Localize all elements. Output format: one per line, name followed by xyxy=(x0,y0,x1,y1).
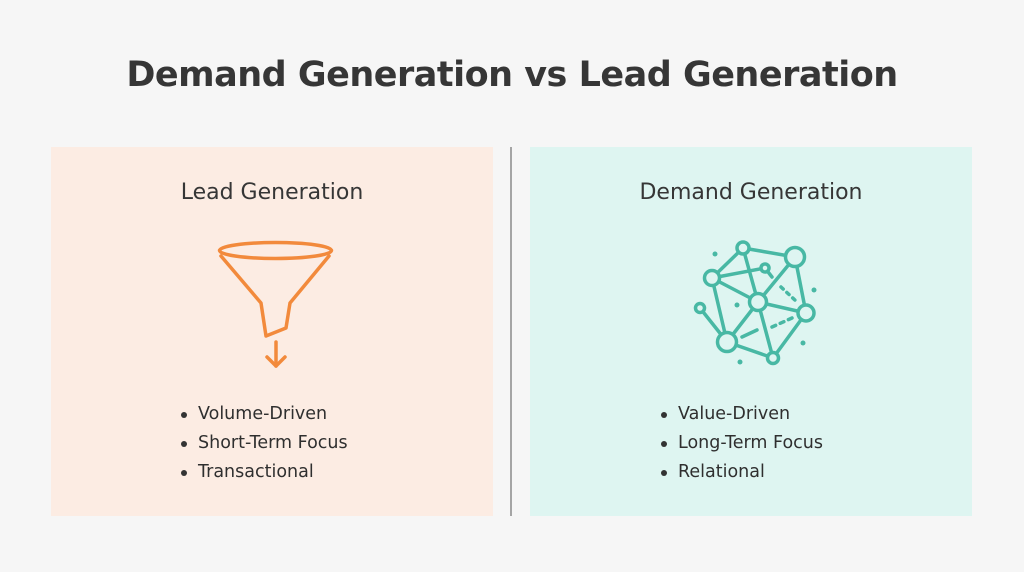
list-item-label: Transactional xyxy=(198,462,314,482)
demand-generation-list: Value-Driven Long-Term Focus Relational xyxy=(661,400,823,487)
list-item: Value-Driven xyxy=(661,400,823,429)
bullet-icon xyxy=(661,412,667,418)
divider xyxy=(510,147,512,516)
lead-generation-heading: Lead Generation xyxy=(180,180,364,205)
bullet-icon xyxy=(181,441,187,447)
list-item-label: Volume-Driven xyxy=(198,404,328,424)
bullet-icon xyxy=(181,412,187,418)
lead-generation-list: Volume-Driven Short-Term Focus Transacti… xyxy=(181,400,348,487)
list-item-label: Value-Driven xyxy=(678,404,791,424)
list-item: Relational xyxy=(661,458,823,487)
list-item: Transactional xyxy=(181,458,348,487)
list-item-label: Long-Term Focus xyxy=(678,433,824,453)
bullet-icon xyxy=(181,470,187,476)
list-item: Short-Term Focus xyxy=(181,429,348,458)
demand-generation-panel: Demand Generation xyxy=(530,147,972,516)
list-item: Long-Term Focus xyxy=(661,429,823,458)
lead-generation-panel: Lead Generation Volume-Driven Short-Term… xyxy=(51,147,493,516)
page-title: Demand Generation vs Lead Generation xyxy=(126,55,898,95)
list-item-label: Relational xyxy=(678,462,765,482)
list-item-label: Short-Term Focus xyxy=(198,433,348,453)
list-item: Volume-Driven xyxy=(181,400,348,429)
bullet-icon xyxy=(661,441,667,447)
demand-generation-heading: Demand Generation xyxy=(639,180,863,205)
bullet-icon xyxy=(661,470,667,476)
